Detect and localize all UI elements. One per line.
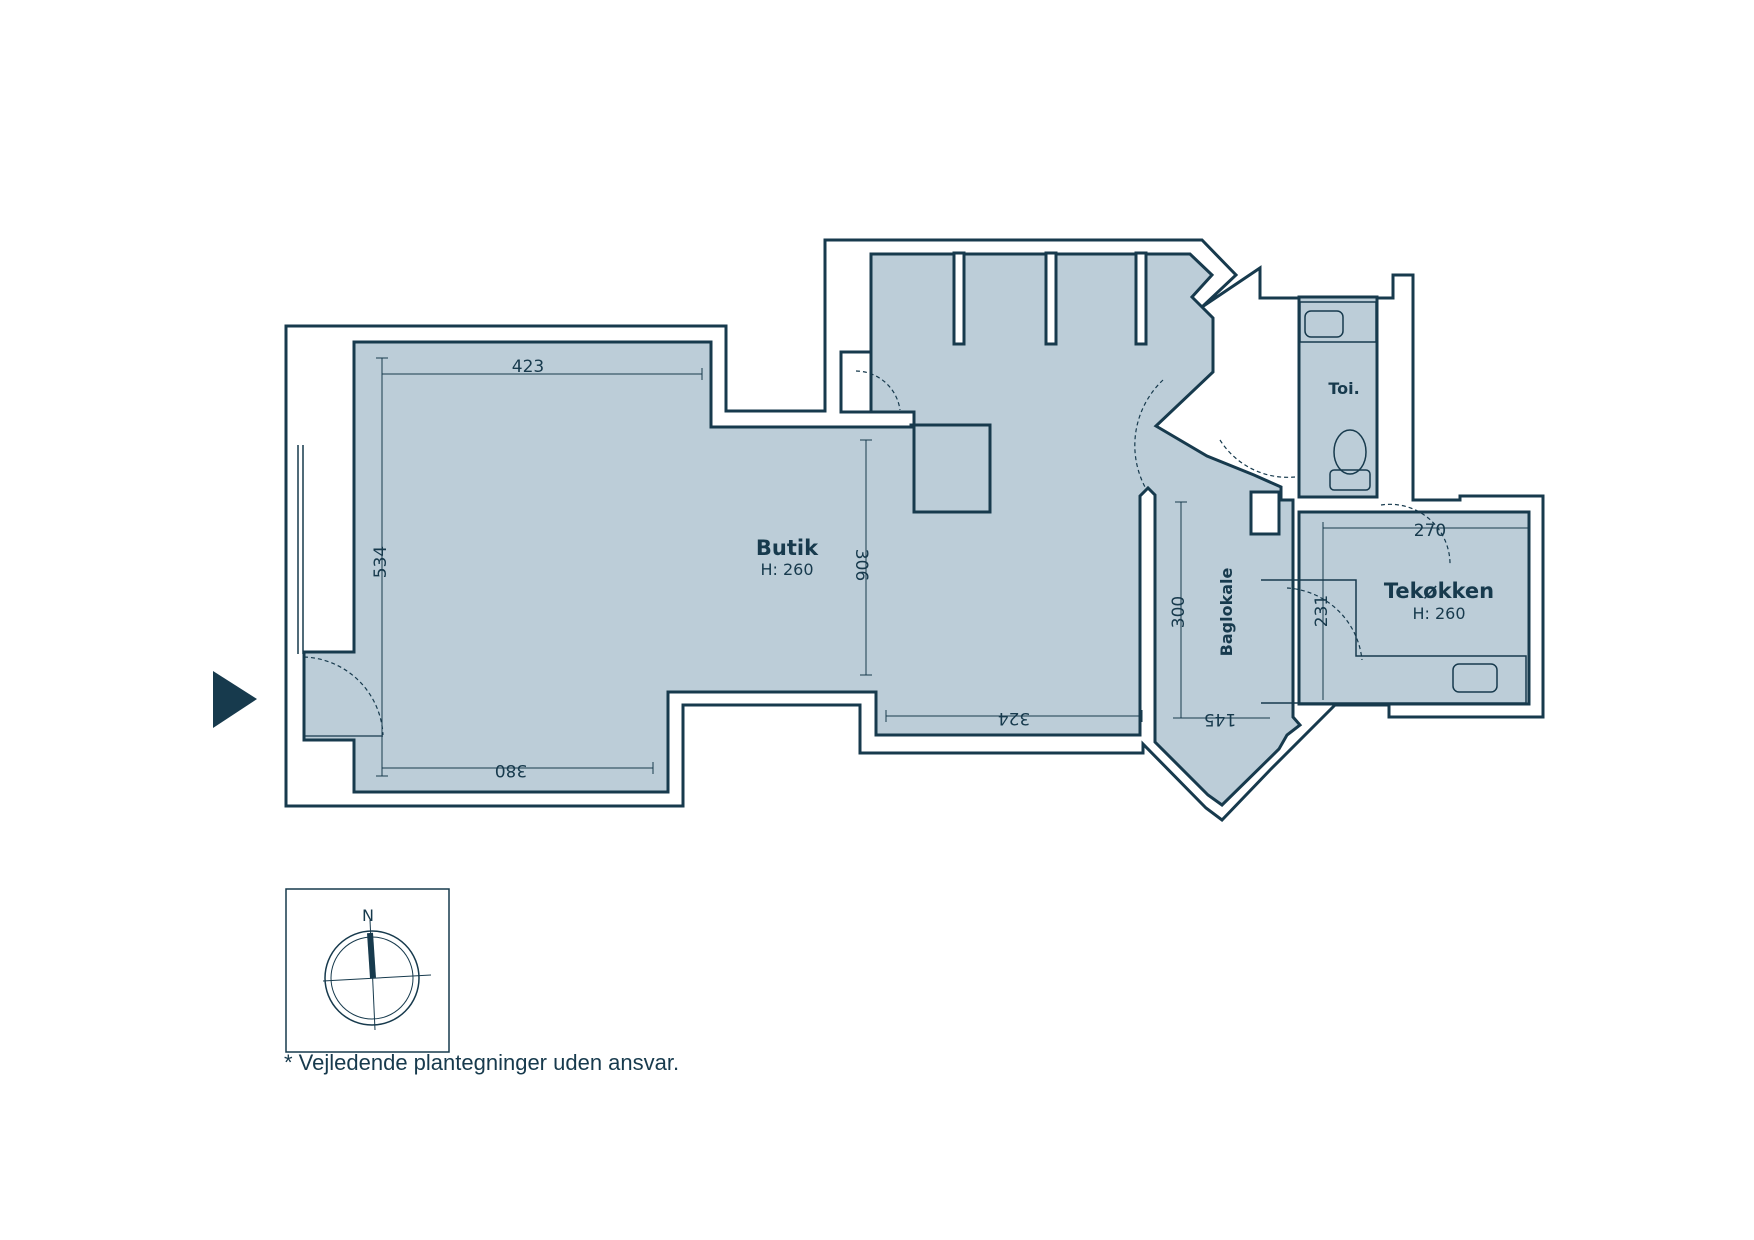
compass-north-label: N [362, 906, 374, 925]
entrance-frame [297, 445, 384, 737]
dim-butik-left: 534 [371, 546, 391, 578]
disclaimer-text: * Vejledende plantegninger uden ansvar. [284, 1050, 680, 1075]
entrance-arrow-icon [213, 671, 257, 728]
door-swings [855, 370, 1451, 661]
dim-butik-middle: 306 [851, 549, 871, 581]
room-label-tekokken: Tekøkken [1384, 579, 1494, 603]
room-label-toilet: Toi. [1328, 379, 1359, 398]
dim-tekokken-left: 231 [1312, 595, 1332, 627]
room-height-butik: H: 260 [760, 560, 813, 579]
wall-fins [839, 251, 1281, 536]
toilet-floor [1297, 295, 1379, 499]
room-height-tekokken: H: 260 [1412, 604, 1465, 623]
compass: N [285, 888, 450, 1053]
dimension-lines [376, 357, 1529, 777]
dim-butik-right-bottom: 324 [998, 708, 1030, 728]
dim-tekokken-top: 270 [1414, 521, 1446, 541]
butik-floor [302, 252, 1303, 807]
dim-butik-bottom: 380 [495, 760, 527, 780]
dim-baglokale-height: 300 [1169, 596, 1189, 628]
room-label-butik: Butik [756, 536, 819, 560]
kitchen-fixtures [1261, 579, 1527, 704]
toilet-fixtures [1299, 301, 1377, 491]
room-label-baglokale: Baglokale [1217, 568, 1236, 657]
compass-needle-icon [367, 932, 376, 979]
floor-area [302, 252, 1531, 807]
dim-baglokale-bottom: 145 [1204, 709, 1236, 729]
dim-butik-top: 423 [512, 357, 544, 377]
